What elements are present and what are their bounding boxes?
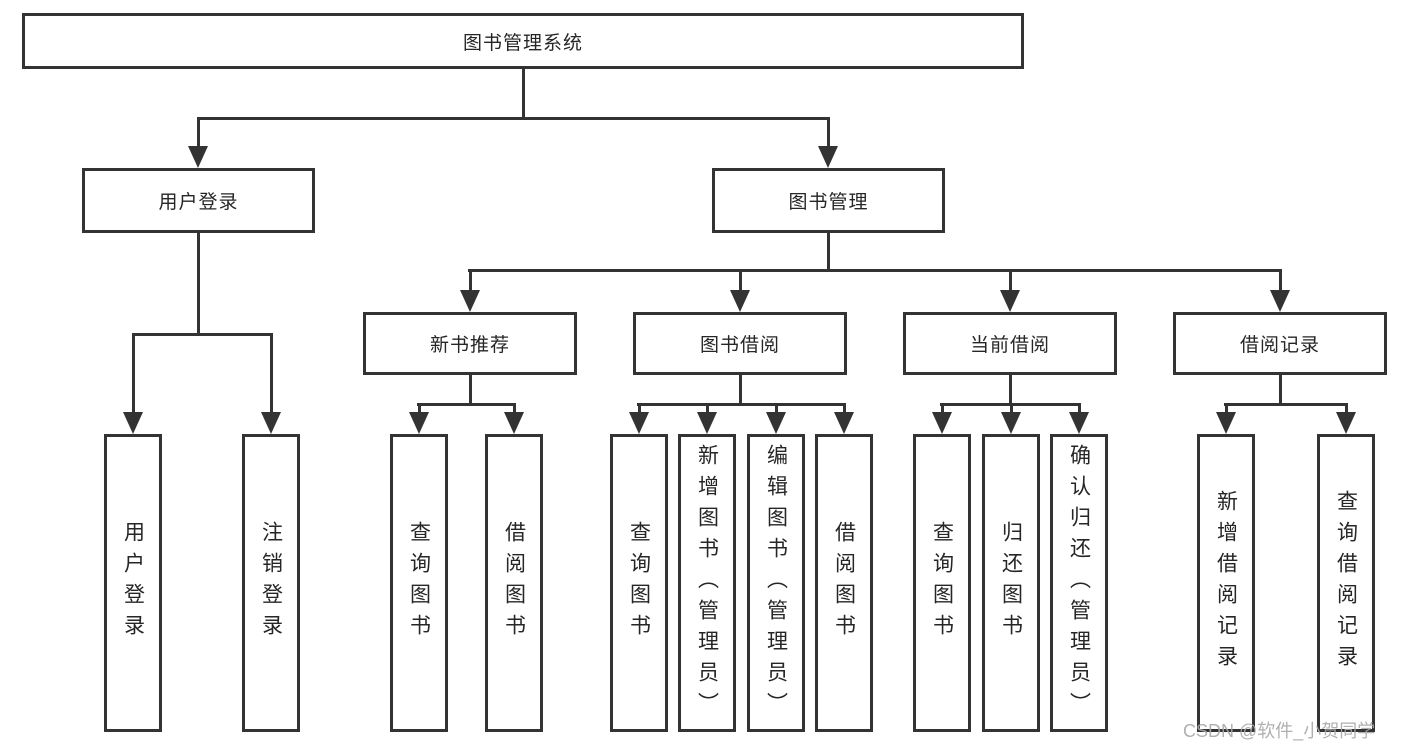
watermark-text: CSDN @软件_小贺同学 bbox=[1183, 721, 1376, 741]
connector-line bbox=[827, 117, 830, 146]
connector-arrowhead bbox=[1069, 412, 1089, 434]
connector-line bbox=[197, 117, 200, 146]
connector-arrowhead bbox=[460, 290, 480, 312]
node-logout: 注销登录 bbox=[242, 434, 300, 732]
connector-line bbox=[1009, 269, 1012, 290]
connector-arrowhead bbox=[1000, 290, 1020, 312]
connector-arrowhead bbox=[932, 412, 952, 434]
connector-line bbox=[132, 333, 135, 412]
connector-arrowhead bbox=[697, 412, 717, 434]
node-label: 注销登录 bbox=[259, 521, 283, 645]
connector-line bbox=[637, 403, 846, 406]
node-label: 图书借阅 bbox=[699, 335, 780, 356]
connector-line bbox=[706, 403, 709, 412]
connector-line bbox=[1225, 403, 1228, 412]
connector-arrowhead bbox=[818, 146, 838, 168]
node-query-books-recommend: 查询图书 bbox=[390, 434, 448, 732]
node-user-login-leaf: 用户登录 bbox=[104, 434, 162, 732]
connector-line bbox=[197, 233, 200, 335]
connector-line bbox=[1010, 403, 1013, 412]
connector-arrowhead bbox=[188, 146, 208, 168]
node-query-borrow-record: 查询借阅记录 bbox=[1317, 434, 1375, 732]
node-book-management: 图书管理 bbox=[712, 168, 945, 233]
connector-line bbox=[270, 333, 273, 412]
node-query-books-current: 查询图书 bbox=[913, 434, 971, 732]
connector-line bbox=[197, 117, 830, 120]
node-confirm-return-admin: 确认归还（管理员） bbox=[1050, 434, 1108, 732]
connector-line bbox=[739, 375, 742, 405]
connector-line bbox=[469, 375, 472, 405]
node-add-books-admin: 新增图书（管理员） bbox=[678, 434, 736, 732]
node-label: 确认归还（管理员） bbox=[1067, 443, 1091, 723]
node-user-login: 用户登录 bbox=[82, 168, 315, 233]
node-label: 查询图书 bbox=[930, 521, 954, 645]
connector-arrowhead bbox=[1270, 290, 1290, 312]
node-label: 查询图书 bbox=[627, 521, 651, 645]
node-label: 新增借阅记录 bbox=[1214, 490, 1238, 676]
connector-arrowhead bbox=[629, 412, 649, 434]
connector-arrowhead bbox=[1336, 412, 1356, 434]
connector-line bbox=[1345, 403, 1348, 412]
connector-line bbox=[513, 403, 516, 412]
node-borrow-books-recommend: 借阅图书 bbox=[485, 434, 543, 732]
connector-line bbox=[1224, 403, 1348, 406]
connector-arrowhead bbox=[1001, 412, 1021, 434]
node-label: 图书管理 bbox=[788, 192, 869, 213]
connector-line bbox=[417, 403, 516, 406]
connector-arrowhead bbox=[730, 290, 750, 312]
connector-arrowhead bbox=[409, 412, 429, 434]
node-edit-books-admin: 编辑图书（管理员） bbox=[747, 434, 805, 732]
connector-line bbox=[132, 333, 273, 336]
node-label: 查询图书 bbox=[407, 521, 431, 645]
connector-line bbox=[418, 403, 421, 412]
node-label: 借阅记录 bbox=[1239, 335, 1320, 356]
connector-arrowhead bbox=[766, 412, 786, 434]
connector-line bbox=[522, 69, 525, 118]
connector-line bbox=[1279, 269, 1282, 290]
node-query-books-borrow: 查询图书 bbox=[610, 434, 668, 732]
connector-line bbox=[1078, 403, 1081, 412]
node-label: 用户登录 bbox=[158, 192, 239, 213]
node-return-books: 归还图书 bbox=[982, 434, 1040, 732]
node-label: 图书管理系统 bbox=[462, 32, 583, 54]
node-book-borrow: 图书借阅 bbox=[633, 312, 847, 375]
connector-arrowhead bbox=[123, 412, 143, 434]
node-label: 用户登录 bbox=[121, 521, 145, 645]
connector-line bbox=[739, 269, 742, 290]
node-library-system: 图书管理系统 bbox=[22, 13, 1024, 69]
node-borrow-records: 借阅记录 bbox=[1173, 312, 1387, 375]
node-label: 当前借阅 bbox=[969, 335, 1050, 356]
node-current-borrow: 当前借阅 bbox=[903, 312, 1117, 375]
node-add-borrow-record: 新增借阅记录 bbox=[1197, 434, 1255, 732]
connector-line bbox=[638, 403, 641, 412]
connector-line bbox=[1009, 375, 1012, 405]
node-new-book-recommend: 新书推荐 bbox=[363, 312, 577, 375]
node-label: 编辑图书（管理员） bbox=[764, 443, 788, 723]
connector-line bbox=[827, 233, 830, 271]
node-label: 查询借阅记录 bbox=[1334, 490, 1358, 676]
node-label: 借阅图书 bbox=[502, 521, 526, 645]
node-label: 新增图书（管理员） bbox=[695, 443, 719, 723]
connector-arrowhead bbox=[261, 412, 281, 434]
node-label: 归还图书 bbox=[999, 521, 1023, 645]
connector-line bbox=[1279, 375, 1282, 405]
node-label: 借阅图书 bbox=[832, 521, 856, 645]
connector-arrowhead bbox=[504, 412, 524, 434]
connector-line bbox=[469, 269, 472, 290]
node-borrow-books-borrow: 借阅图书 bbox=[815, 434, 873, 732]
connector-line bbox=[775, 403, 778, 412]
connector-arrowhead bbox=[1216, 412, 1236, 434]
node-label: 新书推荐 bbox=[429, 335, 510, 356]
connector-line bbox=[941, 403, 944, 412]
connector-line bbox=[468, 269, 1281, 272]
connector-arrowhead bbox=[834, 412, 854, 434]
connector-line bbox=[843, 403, 846, 412]
